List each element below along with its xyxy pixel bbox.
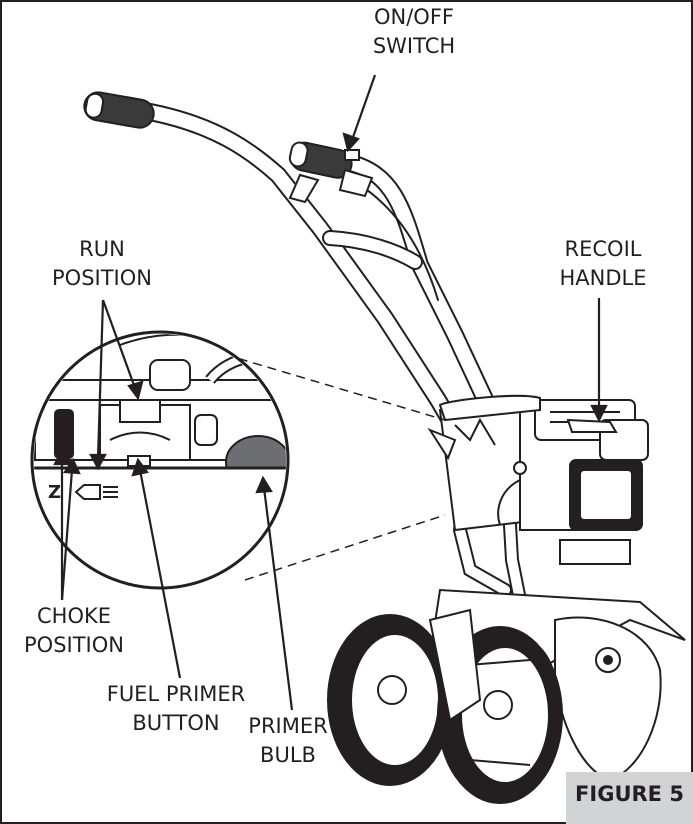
label-fuel-primer-button-line1: FUEL PRIMER	[106, 682, 246, 706]
label-onoff-switch-line2: SWITCH	[372, 34, 456, 58]
label-choke-position-line2: POSITION	[24, 633, 124, 657]
label-choke-position: CHOKE POSITION	[14, 602, 134, 660]
label-fuel-primer-button: FUEL PRIMER BUTTON	[96, 680, 256, 738]
label-choke-position-line1: CHOKE	[36, 604, 112, 628]
figure-label: FIGURE 5	[575, 782, 684, 806]
label-onoff-switch: ON/OFF SWITCH	[355, 3, 473, 61]
handlebar	[141, 103, 527, 607]
throttle-lever	[288, 149, 374, 204]
label-recoil-handle: RECOIL HANDLE	[548, 235, 658, 293]
svg-text:Z: Z	[48, 482, 61, 503]
label-recoil-handle-line2: HANDLE	[559, 266, 647, 290]
recoil-handle-icon	[566, 418, 618, 433]
detail-magnifier: Z	[30, 330, 446, 590]
label-primer-bulb: PRIMER BULB	[230, 712, 346, 770]
label-run-position: RUN POSITION	[42, 235, 162, 293]
label-recoil-handle-line1: RECOIL	[564, 237, 642, 261]
tine-drive-arm	[428, 608, 482, 722]
handlebar-grip-icon	[83, 91, 353, 179]
callout-arrows	[53, 74, 608, 711]
label-primer-bulb-line2: BULB	[260, 743, 316, 767]
label-run-position-line1: RUN	[79, 237, 125, 261]
label-onoff-switch-line1: ON/OFF	[373, 5, 454, 29]
label-primer-bulb-line1: PRIMER	[248, 714, 328, 738]
label-run-position-line2: POSITION	[52, 266, 152, 290]
figure-label-box: FIGURE 5	[566, 772, 693, 824]
label-fuel-primer-button-line2: BUTTON	[132, 711, 220, 735]
